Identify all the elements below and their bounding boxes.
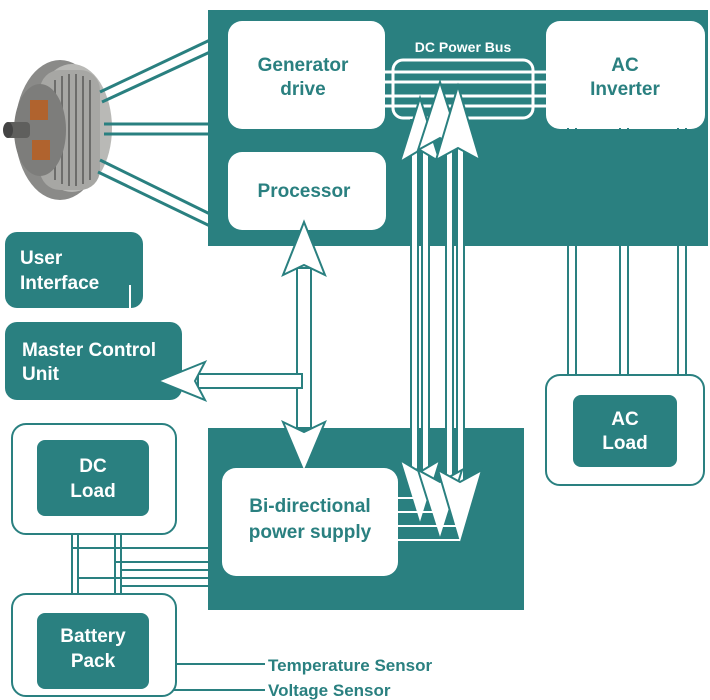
ac-load-label-1: AC	[611, 409, 639, 430]
voltage-sensor-label: Voltage Sensor	[268, 681, 391, 700]
dc-power-bus-label: DC Power Bus	[415, 39, 512, 55]
dc-bus-vertical-arrows	[398, 78, 484, 549]
master-control-unit-label-1: Master Control	[22, 340, 156, 361]
master-control-unit-box	[5, 322, 182, 400]
dc-power-bus-lines	[385, 70, 548, 108]
dc-load-label-2: Load	[70, 481, 115, 502]
battery-pack-label-1: Battery	[60, 626, 126, 647]
generator-link-lines	[97, 38, 211, 228]
battery-pack-box	[37, 613, 149, 689]
processor-label: Processor	[258, 181, 352, 202]
temperature-sensor-label: Temperature Sensor	[268, 656, 432, 675]
ac-load-lines	[567, 128, 687, 376]
dc-load-label-1: DC	[79, 456, 107, 477]
bidirectional-label-2: power supply	[249, 522, 372, 543]
bidirectional-label-1: Bi-directional	[249, 496, 370, 517]
ac-inverter-label-2: Inverter	[590, 79, 660, 100]
master-control-unit-label-2: Unit	[22, 364, 60, 385]
ac-load-label-2: Load	[602, 433, 647, 454]
battery-pack-label-2: Pack	[71, 651, 116, 672]
generator-drive-box	[228, 21, 385, 129]
dc-load-box	[37, 440, 149, 516]
user-interface-box	[5, 232, 143, 308]
user-interface-label-1: User	[20, 248, 63, 269]
generator-icon	[3, 60, 112, 200]
ac-inverter-box	[546, 21, 705, 129]
processor-box	[228, 152, 386, 230]
bidirectional-power-supply-box	[222, 468, 398, 576]
ac-load-box	[573, 395, 677, 467]
to-mcu-arrow	[155, 360, 303, 402]
processor-bidirectional-arrow	[281, 219, 327, 475]
ac-inverter-label-1: AC	[611, 55, 639, 76]
generator-drive-label-2: drive	[280, 79, 325, 100]
bidirectional-bus-lines	[398, 497, 460, 541]
user-interface-label-2: Interface	[20, 273, 99, 294]
generator-drive-label-1: Generator	[258, 55, 349, 76]
